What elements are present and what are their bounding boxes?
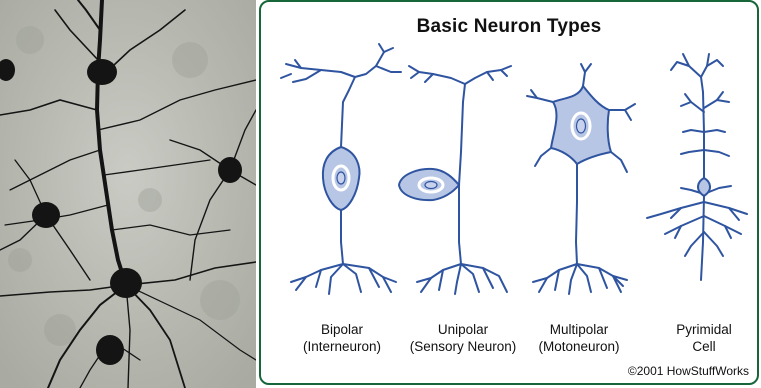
micrograph-image — [0, 0, 256, 388]
pyramidal-caption: Pyrimidal Cell — [644, 321, 759, 355]
pyramidal-sublabel: Cell — [644, 338, 759, 355]
unipolar-caption: Unipolar (Sensory Neuron) — [403, 321, 523, 355]
pyramidal-label: Pyrimidal — [644, 321, 759, 338]
neuron-micrograph — [0, 0, 256, 388]
bipolar-caption: Bipolar (Interneuron) — [282, 321, 402, 355]
multipolar-sublabel: (Motoneuron) — [519, 338, 639, 355]
unipolar-label: Unipolar — [403, 321, 523, 338]
bipolar-label: Bipolar — [282, 321, 402, 338]
neuron-illustrations — [261, 2, 757, 302]
pyramidal-cell-illustration — [647, 54, 747, 280]
bipolar-sublabel: (Interneuron) — [282, 338, 402, 355]
unipolar-sublabel: (Sensory Neuron) — [403, 338, 523, 355]
neuron-types-diagram: Basic Neuron Types — [259, 0, 759, 385]
multipolar-caption: Multipolar (Motoneuron) — [519, 321, 639, 355]
multipolar-label: Multipolar — [519, 321, 639, 338]
copyright-credit: ©2001 HowStuffWorks — [628, 364, 749, 378]
